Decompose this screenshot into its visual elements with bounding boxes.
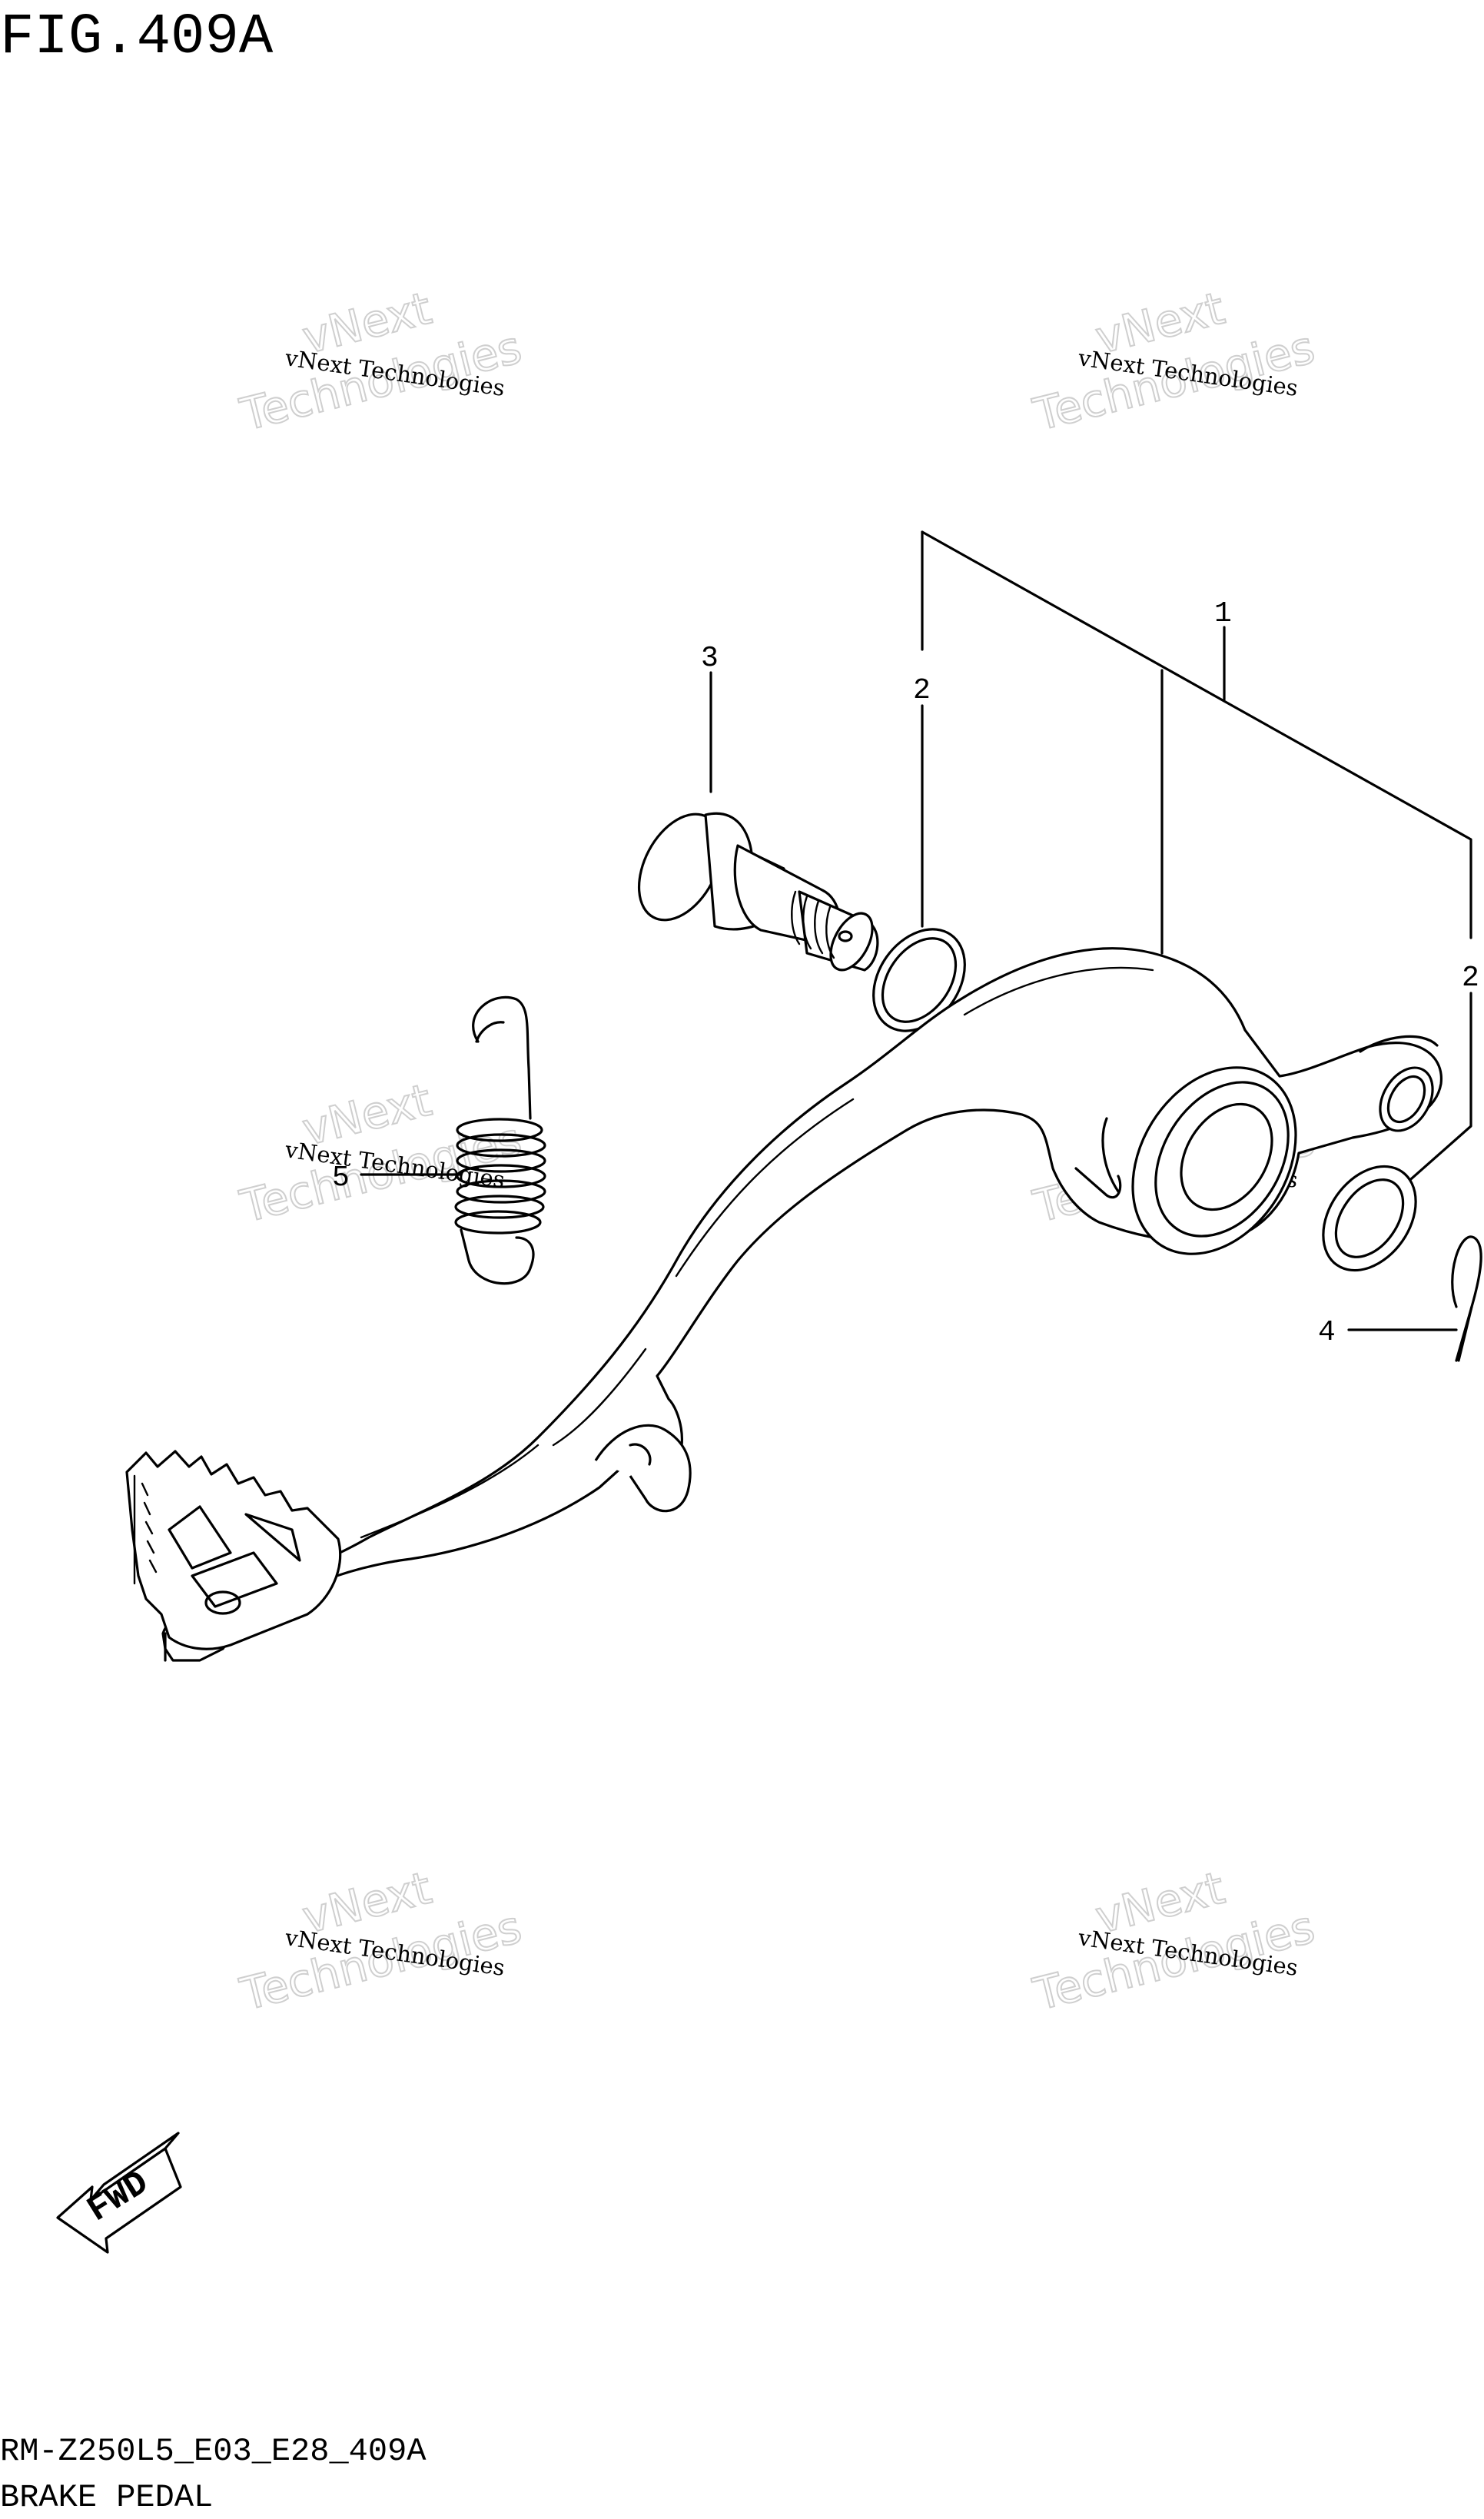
watermark-top-left: vNext Technologies vNext Technologies [234,281,527,442]
callout-4: 4 [1318,1316,1336,1349]
figure-name: BRAKE PEDAL [0,2479,213,2516]
seal-ring-right-part-2 [1322,1165,1417,1272]
callout-1: 1 [1214,597,1232,630]
callout-2-left: 2 [913,674,931,707]
return-spring-part-5 [454,995,546,1285]
watermark-bottom-left: vNext Technologies vNext Technologies [234,1861,527,2022]
figure-code: RM-Z250L5_E03_E28_409A [0,2433,427,2470]
watermark-top-right: vNext Technologies vNext Technologies [1028,281,1320,442]
fwd-direction-arrow: FWD [56,2132,182,2254]
callout-2-right: 2 [1462,962,1479,995]
watermark-mid-left: vNext Technologies vNext Technologies [234,1073,527,1234]
seal-ring-left-part-2 [872,928,966,1032]
figure-title: FIG.409A [0,5,274,70]
callout-3: 3 [701,642,719,675]
callout-5: 5 [332,1161,350,1195]
watermark-bottom-right: vNext Technologies vNext Technologies [1028,1861,1320,2022]
brake-pedal-body [161,947,1443,1662]
cotter-pin-part-4 [1451,1235,1482,1362]
leader-lines [360,530,1472,1331]
pivot-bolt-part-3 [637,812,879,972]
pedal-foot-tip [125,1450,342,1662]
